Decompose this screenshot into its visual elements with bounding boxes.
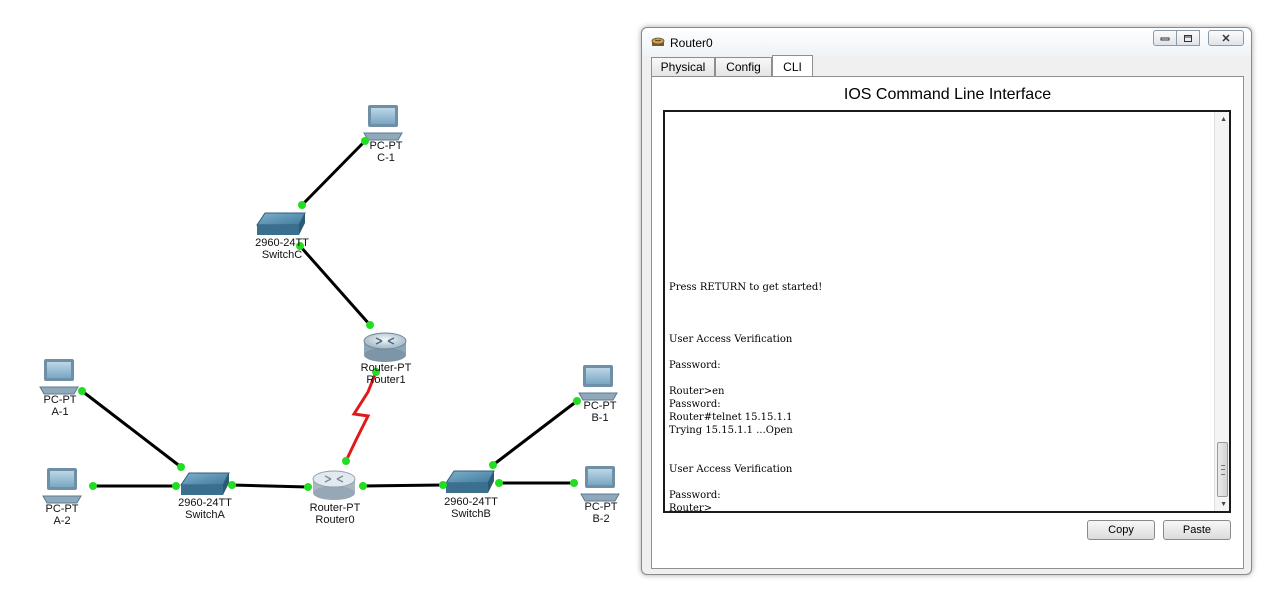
device-label-b1[interactable]: PC-PT B-1	[584, 400, 617, 424]
minimize-button[interactable]	[1153, 30, 1177, 46]
link-switch-c-router1	[298, 245, 372, 326]
device-type: 2960-24TT	[444, 496, 498, 508]
device-label-router1[interactable]: Router-PT Router1	[361, 362, 412, 386]
pc-icon-b1	[578, 365, 618, 401]
device-name: C-1	[377, 152, 395, 164]
copy-button[interactable]: Copy	[1087, 520, 1155, 540]
router0-window[interactable]: Router0 Physical Config CLI IOS Command …	[641, 27, 1252, 575]
link-pc-a1-switch-a	[81, 389, 182, 469]
device-name: SwitchC	[261, 249, 303, 261]
switch-icon-c	[256, 212, 306, 235]
window-title: Router0	[670, 36, 713, 50]
grip-icon	[1221, 465, 1225, 475]
port-status-lights	[78, 137, 581, 491]
scroll-down-arrow-icon[interactable]: ▼	[1220, 501, 1227, 508]
link-switch-b-pc-b1	[492, 399, 578, 467]
device-name: B-1	[591, 412, 609, 424]
minimize-icon	[1160, 37, 1170, 41]
device-name: A-1	[51, 406, 69, 418]
tab-physical[interactable]: Physical	[651, 57, 715, 77]
cli-console[interactable]: Press RETURN to get started! User Access…	[663, 110, 1231, 513]
device-type: PC-PT	[583, 400, 617, 412]
topology-drawing	[39, 105, 620, 504]
cli-title: IOS Command Line Interface	[843, 86, 1052, 103]
close-icon	[1222, 34, 1230, 42]
device-label-switch-a[interactable]: 2960-24TT SwitchA	[178, 497, 232, 521]
scrollbar-thumb[interactable]	[1217, 442, 1228, 497]
link-pc-c1-switch-c	[300, 139, 367, 207]
device-label-c1[interactable]: PC-PT C-1	[370, 140, 403, 164]
device-name: SwitchB	[451, 508, 491, 520]
router-icon-1	[363, 332, 407, 362]
pc-icon-a1	[39, 359, 79, 395]
link-router0-switch-b	[362, 483, 444, 488]
router-icon-0	[312, 470, 356, 500]
pc-icon-b2	[580, 466, 620, 502]
device-name: B-2	[592, 513, 610, 525]
device-label-a1[interactable]: PC-PT A-1	[44, 394, 77, 418]
device-label-switch-b[interactable]: 2960-24TT SwitchB	[444, 496, 498, 520]
device-type: Router-PT	[360, 362, 412, 374]
network-topology-canvas[interactable]: PC-PT C-1 2960-24TT SwitchC Router-PT Ro…	[0, 0, 640, 602]
device-type: PC-PT	[369, 140, 403, 152]
console-output[interactable]: Press RETURN to get started! User Access…	[669, 282, 823, 513]
device-label-b2[interactable]: PC-PT B-2	[585, 501, 618, 525]
window-titlebar[interactable]: Router0	[642, 28, 1251, 56]
console-scrollbar[interactable]: ▲ ▼	[1214, 112, 1229, 511]
device-name: Router0	[315, 514, 355, 526]
link-switch-a-router0	[231, 483, 309, 489]
device-type: PC-PT	[584, 501, 618, 513]
cli-panel: IOS Command Line Interface Press RETURN …	[651, 76, 1244, 569]
paste-button[interactable]: Paste	[1163, 520, 1231, 540]
switch-icon-a	[180, 472, 230, 495]
close-button[interactable]	[1208, 30, 1244, 46]
tab-config[interactable]: Config	[715, 57, 772, 77]
pc-icon-c1	[363, 105, 403, 141]
device-type: PC-PT	[45, 503, 79, 515]
device-type: PC-PT	[43, 394, 77, 406]
switch-icon-b	[445, 470, 495, 493]
device-label-router0[interactable]: Router-PT Router0	[310, 502, 361, 526]
serial-link-router0-router1	[344, 371, 378, 462]
device-label-a2[interactable]: PC-PT A-2	[46, 503, 79, 527]
links	[81, 139, 578, 489]
pc-icon-a2	[42, 468, 82, 504]
scroll-up-arrow-icon[interactable]: ▲	[1220, 116, 1227, 123]
device-type: 2960-24TT	[255, 237, 309, 249]
device-type: 2960-24TT	[178, 497, 232, 509]
router-icon	[651, 37, 665, 46]
device-name: A-2	[53, 515, 71, 527]
device-name: Router1	[366, 374, 406, 386]
device-name: SwitchA	[185, 509, 225, 521]
maximize-icon	[1184, 34, 1192, 42]
device-type: Router-PT	[309, 502, 361, 514]
tab-cli[interactable]: CLI	[772, 55, 813, 76]
maximize-button[interactable]	[1176, 30, 1200, 46]
device-label-switch-c[interactable]: 2960-24TT SwitchC	[255, 237, 309, 261]
